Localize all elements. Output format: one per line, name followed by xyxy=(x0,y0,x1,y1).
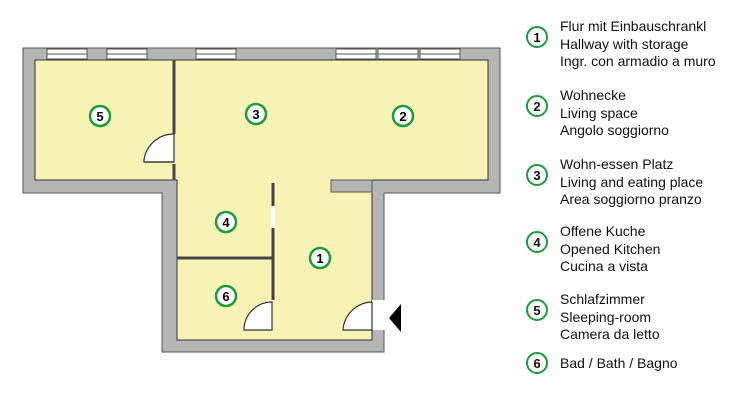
partition-gap xyxy=(271,206,275,228)
room-badge-2: 2 xyxy=(391,104,415,128)
windows xyxy=(46,48,461,60)
room-badge-1: 1 xyxy=(308,246,332,270)
svg-text:5: 5 xyxy=(96,109,103,124)
room-badge-4: 4 xyxy=(214,210,238,234)
svg-text:3: 3 xyxy=(252,107,259,122)
entrance-arrow xyxy=(389,304,401,332)
svg-text:6: 6 xyxy=(222,289,229,304)
interior-wall xyxy=(330,179,373,193)
door-bedroom xyxy=(143,133,175,163)
room-badge-3: 3 xyxy=(244,102,268,126)
svg-text:1: 1 xyxy=(316,251,323,266)
door-entrance xyxy=(342,300,386,331)
svg-text:2: 2 xyxy=(399,109,406,124)
room-badge-6: 6 xyxy=(214,284,238,308)
floor-area xyxy=(34,59,489,341)
door-bathroom xyxy=(243,301,273,331)
room-badge-5: 5 xyxy=(88,104,112,128)
svg-text:4: 4 xyxy=(222,215,230,230)
